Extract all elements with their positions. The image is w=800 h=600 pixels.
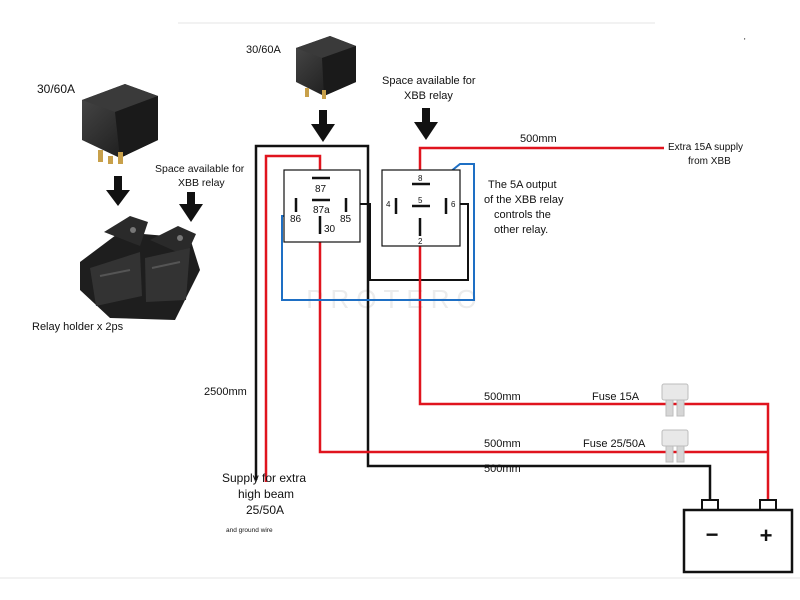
supply-line3: 25/50A xyxy=(246,503,284,517)
pin-4: 4 xyxy=(386,200,391,209)
length-top: 500mm xyxy=(520,133,557,145)
battery-negative: − xyxy=(706,522,719,547)
note-line3: controls the xyxy=(494,209,551,221)
fuse-15-label: Fuse 15A xyxy=(592,391,640,403)
extra-supply-line2: from XBB xyxy=(688,156,731,167)
xbb-left-line2: XBB relay xyxy=(178,177,225,189)
pin-8: 8 xyxy=(418,174,423,183)
arrow-down-icon xyxy=(179,192,203,222)
length-ground: 500mm xyxy=(484,463,521,475)
pin-6: 6 xyxy=(451,200,456,209)
arrow-down-icon xyxy=(106,176,130,206)
wire-red-extra xyxy=(418,146,664,172)
wire-blue-control xyxy=(281,163,475,301)
relay-photo-rating: 30/60A xyxy=(37,82,75,96)
pin-30: 30 xyxy=(324,224,336,235)
note-line1: The 5A output xyxy=(488,179,557,191)
pin-87a: 87a xyxy=(313,205,330,216)
battery-positive: + xyxy=(760,523,773,548)
supply-line1: Supply for extra xyxy=(222,471,306,485)
pin-86: 86 xyxy=(290,214,302,225)
xbb-left-line1: Space available for xyxy=(155,163,245,175)
note-line4: other relay. xyxy=(494,224,548,236)
xbb-top-line2: XBB relay xyxy=(404,90,453,102)
length-fuse15: 500mm xyxy=(484,391,521,403)
holder-caption: Relay holder x 2ps xyxy=(32,321,124,333)
wire-red-25-50 xyxy=(318,238,768,454)
relay-top-rating: 30/60A xyxy=(246,44,282,56)
relay-photo-left xyxy=(82,84,158,164)
xbb-top-line1: Space available for xyxy=(382,75,476,87)
arrow-down-icon xyxy=(311,110,335,142)
pin-5: 5 xyxy=(418,196,423,205)
relay-holder-photo xyxy=(80,216,200,320)
wire-red-supply xyxy=(264,154,322,482)
extra-supply-line1: Extra 15A supply xyxy=(668,142,743,153)
fuse-25-label: Fuse 25/50A xyxy=(583,438,646,450)
relay-photo-top xyxy=(296,36,356,99)
pin-2: 2 xyxy=(418,237,423,246)
wire-red-15 xyxy=(418,238,770,500)
supply-line2: high beam xyxy=(238,487,294,501)
pin-87: 87 xyxy=(315,184,327,195)
note-line2: of the XBB relay xyxy=(484,194,564,206)
length-vertical: 2500mm xyxy=(204,386,247,398)
supply-ground-note: and ground wire xyxy=(226,527,273,534)
battery-icon xyxy=(682,499,794,574)
length-fuse25: 500mm xyxy=(484,438,521,450)
pin-85: 85 xyxy=(340,214,352,225)
fuse-25-icon xyxy=(661,429,689,463)
arrow-down-icon xyxy=(414,108,438,140)
fuse-15-icon xyxy=(661,383,689,417)
wire-black-ground xyxy=(254,144,712,500)
stray-mark: ' xyxy=(744,37,746,46)
